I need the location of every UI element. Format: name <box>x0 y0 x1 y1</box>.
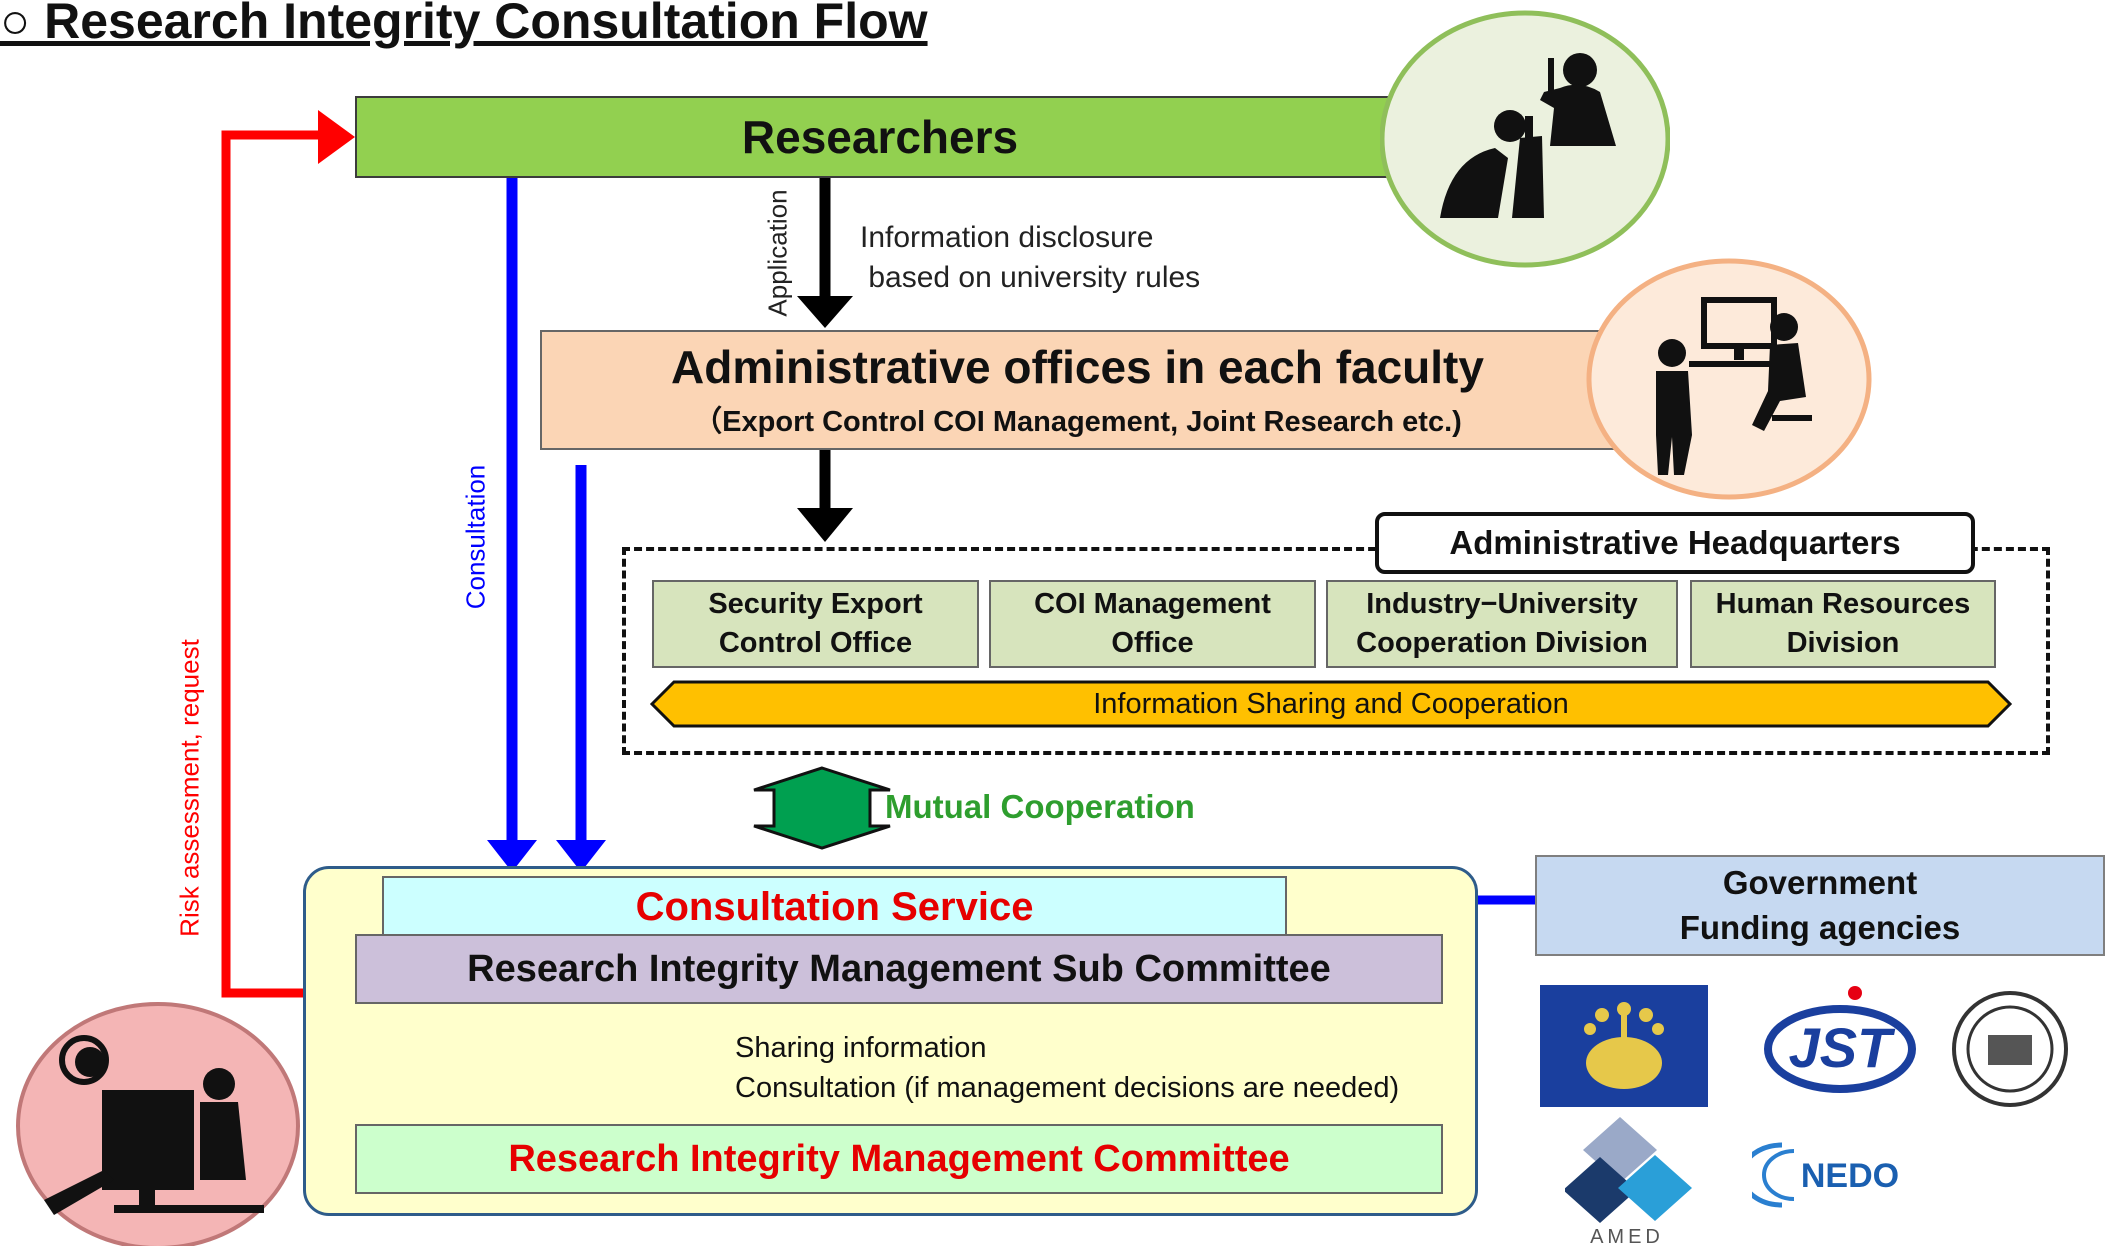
consultation-service-box: Consultation Service <box>382 876 1287 938</box>
info-sharing-label: Information Sharing and Cooperation <box>1093 687 1569 720</box>
office-coi-management: COI Management Office <box>989 580 1316 668</box>
nedo-logo: NEDO <box>1752 1142 1899 1208</box>
info-disclosure-label: Information disclosure based on universi… <box>860 221 1201 294</box>
amed-logo: AMED <box>1565 1117 1692 1246</box>
admin-offices-subtitle: （Export Control COI Management, Joint Re… <box>693 406 1462 438</box>
sharing-info-line2: Consultation (if management decisions ar… <box>735 1072 1400 1104</box>
risk-assessment-arrow <box>221 110 355 998</box>
mutual-cooperation-label: Mutual Cooperation <box>885 788 1195 825</box>
to-headquarters-arrow <box>797 450 853 542</box>
page-title: ○ Research Integrity Consultation Flow <box>0 0 928 49</box>
government-line2: Funding agencies <box>1679 908 1961 946</box>
info-sharing-bar: Information Sharing and Cooperation <box>650 680 2012 728</box>
consultation-label: Consultation <box>460 464 491 610</box>
office-line2: Control Office <box>718 627 913 659</box>
headquarters-label-text: Administrative Headquarters <box>1449 524 1901 561</box>
office-security-export: Security Export Control Office <box>652 580 979 668</box>
office-line1: Human Resources <box>1715 587 1971 620</box>
sub-committee-label: Research Integrity Management Sub Commit… <box>467 947 1331 990</box>
government-seal-logo <box>1540 985 1708 1107</box>
office-human-resources: Human Resources Division <box>1690 580 1996 668</box>
headquarters-group <box>622 547 2050 755</box>
government-line1: Government <box>1722 863 1918 901</box>
office-line1: Industry−University <box>1366 587 1638 620</box>
office-line2: Cooperation Division <box>1356 627 1648 659</box>
consultation-service-label: Consultation Service <box>635 884 1034 929</box>
government-funding-box: Government Funding agencies <box>1535 855 2105 956</box>
mutual-cooperation-arrow <box>753 766 891 850</box>
info-sharing-bar-shape <box>650 680 2012 728</box>
application-arrow <box>797 178 853 328</box>
consultation-arrow-1 <box>487 178 537 872</box>
committee-box: Research Integrity Management Committee <box>355 1124 1443 1194</box>
consultant-icon <box>16 1002 300 1246</box>
jst-logo-text: JST <box>1789 1016 1896 1079</box>
jst-logo: JST <box>1764 986 1916 1093</box>
admin-offices-title: Administrative offices in each faculty <box>671 341 1484 393</box>
researchers-label: Researchers <box>741 111 1019 163</box>
committee-label: Research Integrity Management Committee <box>508 1137 1290 1180</box>
headquarters-label: Administrative Headquarters <box>1375 512 1975 574</box>
application-label: Application <box>762 189 793 317</box>
jsps-seal-logo <box>1952 991 2068 1107</box>
office-line1: COI Management <box>1034 587 1271 620</box>
researchers-icon <box>1380 10 1670 268</box>
office-line1: Security Export <box>708 587 923 620</box>
consultation-arrow-2 <box>556 465 606 872</box>
amed-logo-text: AMED <box>1590 1226 1664 1246</box>
nedo-logo-text: NEDO <box>1801 1157 1899 1195</box>
office-line2: Division <box>1786 627 1900 659</box>
admin-offices-box: Administrative offices in each faculty （… <box>540 330 1615 450</box>
office-industry-university: Industry−University Cooperation Division <box>1326 580 1678 668</box>
sharing-info-line1: Sharing information <box>735 1032 987 1064</box>
risk-assessment-label: Risk assessment, request <box>174 639 205 937</box>
office-line2: Office <box>1111 627 1194 659</box>
office-staff-icon <box>1586 258 1872 500</box>
sub-committee-box: Research Integrity Management Sub Commit… <box>355 934 1443 1004</box>
sharing-info-text: Sharing information Consultation (if man… <box>735 1028 1399 1108</box>
researchers-box: Researchers <box>355 96 1405 178</box>
